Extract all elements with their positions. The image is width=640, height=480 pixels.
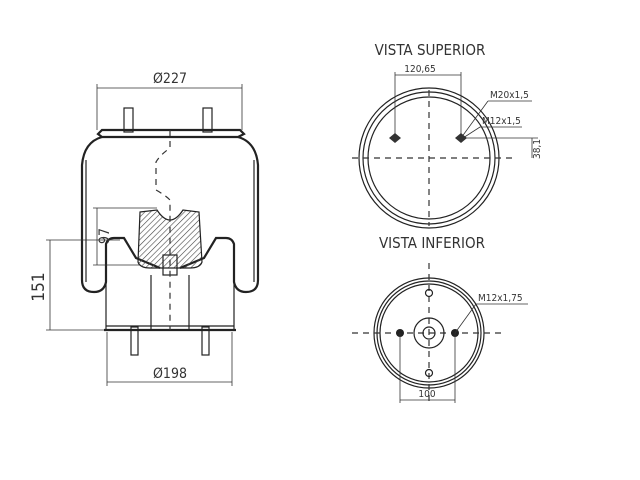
top-diameter-label: Ø227: [153, 71, 187, 87]
hub-circle: [413, 317, 445, 349]
leader-line: [454, 303, 477, 334]
top-stud: [123, 107, 134, 133]
thread-label: M12x1,75: [478, 293, 523, 304]
bellows-left: [80, 135, 161, 294]
hub-hole: [422, 326, 436, 340]
bellows-inner-wall: [85, 160, 255, 282]
piston-column: [150, 275, 190, 330]
piston-dim-label: 97: [97, 228, 113, 244]
bottom-stud: [201, 326, 210, 356]
thread-large-label: M20x1,5: [490, 90, 529, 101]
height-dim-label: 151: [29, 272, 49, 301]
leader-line: [460, 100, 489, 139]
bottom-diameter-label: Ø198: [153, 366, 187, 382]
bolt-spacing-label: 100: [418, 389, 435, 400]
leader-line: [462, 126, 481, 139]
top-stud: [202, 107, 213, 133]
top-view-title: VISTA SUPERIOR: [375, 41, 486, 59]
bottom-view: VISTA INFERIOR M12x1,75 100: [352, 234, 528, 403]
bottom-stud: [130, 326, 139, 356]
bolt-spacing-label: 120,65: [404, 64, 435, 75]
center-line: [155, 130, 171, 330]
bottom-view-title: VISTA INFERIOR: [379, 234, 485, 252]
side-view: Ø227 97: [29, 71, 260, 386]
top-view: VISTA SUPERIOR 120,65 M20x1,5 M12x1,5 38…: [352, 41, 543, 229]
top-plate: [96, 128, 246, 139]
locator-hole: [424, 368, 434, 378]
piston-wall: [105, 244, 235, 330]
bellows-right: [179, 135, 260, 294]
offset-dim-label: 38,1: [532, 139, 543, 159]
thread-small-label: M12x1,5: [482, 116, 521, 127]
locator-hole: [424, 288, 434, 298]
